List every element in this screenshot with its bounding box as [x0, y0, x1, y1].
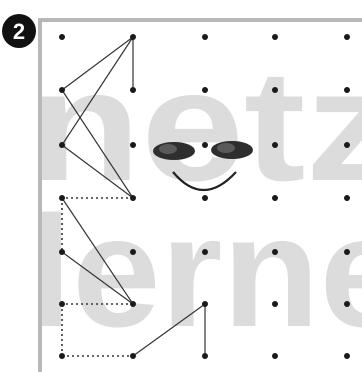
grid-dot: [272, 249, 278, 255]
grid-dot: [272, 87, 278, 93]
grid-dot: [272, 195, 278, 201]
left-eye-shine: [159, 144, 177, 154]
grid-dot: [344, 195, 350, 201]
grid-dot: [59, 142, 65, 148]
grid-dot: [202, 142, 208, 148]
grid-dot: [344, 353, 350, 359]
grid-dot: [130, 87, 136, 93]
grid-dot: [130, 249, 136, 255]
grid-dot: [272, 353, 278, 359]
grid-dot: [202, 34, 208, 40]
grid-dot: [202, 301, 208, 307]
exercise-number: 2: [13, 19, 25, 44]
grid-dot: [202, 87, 208, 93]
right-eye-shine: [217, 143, 235, 153]
grid-dot: [272, 142, 278, 148]
grid-dot: [344, 87, 350, 93]
grid-dot: [59, 87, 65, 93]
grid-dot: [59, 195, 65, 201]
grid-dot: [344, 34, 350, 40]
grid-dot: [344, 142, 350, 148]
grid-dot: [344, 301, 350, 307]
grid-dot: [272, 34, 278, 40]
grid-dot: [130, 301, 136, 307]
grid-dot: [272, 301, 278, 307]
grid-dot: [344, 249, 350, 255]
watermark-line-2: lerne: [28, 184, 362, 360]
grid-dot: [202, 195, 208, 201]
grid-dot: [59, 249, 65, 255]
grid-dot: [59, 301, 65, 307]
grid-dot: [59, 353, 65, 359]
grid-dot: [130, 34, 136, 40]
grid-dot: [130, 142, 136, 148]
grid-dot: [202, 249, 208, 255]
grid-dot: [130, 195, 136, 201]
exercise-number-badge: 2: [2, 14, 36, 48]
grid-dot: [130, 353, 136, 359]
grid-dot: [202, 353, 208, 359]
grid-dot: [59, 34, 65, 40]
